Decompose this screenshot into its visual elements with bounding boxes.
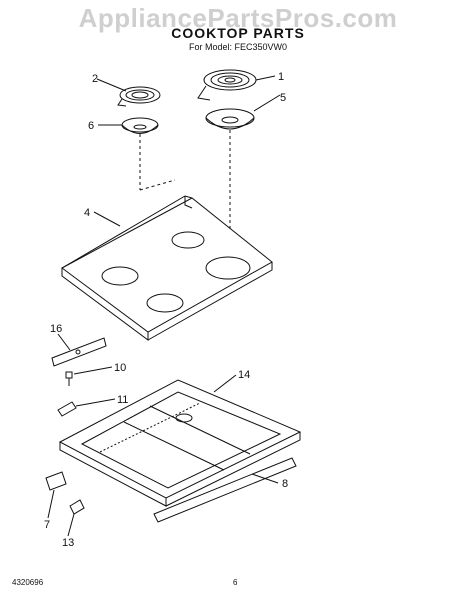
large-surface-element bbox=[197, 69, 257, 101]
callout-4: 4 bbox=[84, 207, 90, 219]
callout-5: 5 bbox=[280, 92, 286, 104]
page-number: 6 bbox=[233, 578, 238, 587]
clip-part-13 bbox=[69, 499, 85, 515]
burner-box bbox=[58, 379, 302, 507]
callout-13: 13 bbox=[62, 537, 74, 549]
callout-7: 7 bbox=[44, 519, 50, 531]
callout-6: 6 bbox=[88, 120, 94, 132]
small-surface-element bbox=[117, 86, 161, 107]
callout-16: 16 bbox=[50, 323, 62, 335]
bracket-part-16 bbox=[51, 337, 107, 367]
watermark: AppliancePartsPros.com bbox=[78, 3, 398, 33]
rail-part-8 bbox=[153, 457, 297, 523]
callout-10: 10 bbox=[114, 362, 126, 374]
large-drip-bowl bbox=[205, 108, 255, 130]
cooktop bbox=[61, 195, 273, 341]
small-drip-bowl bbox=[121, 117, 159, 134]
screw-part-10 bbox=[65, 371, 73, 386]
callout-8: 8 bbox=[282, 478, 288, 490]
bracket-part-7 bbox=[45, 471, 67, 491]
callout-11: 11 bbox=[117, 394, 128, 406]
diagram-title: COOKTOP PARTS bbox=[171, 25, 305, 41]
callout-1: 1 bbox=[278, 71, 284, 83]
doc-number: 4320696 bbox=[12, 578, 44, 587]
model-subtitle: For Model: FEC350VW0 bbox=[188, 42, 288, 52]
callout-2: 2 bbox=[92, 73, 98, 85]
callout-14: 14 bbox=[238, 369, 250, 381]
leader-lines bbox=[47, 75, 281, 537]
clip-part-11 bbox=[57, 401, 77, 417]
guide-line bbox=[139, 179, 176, 191]
